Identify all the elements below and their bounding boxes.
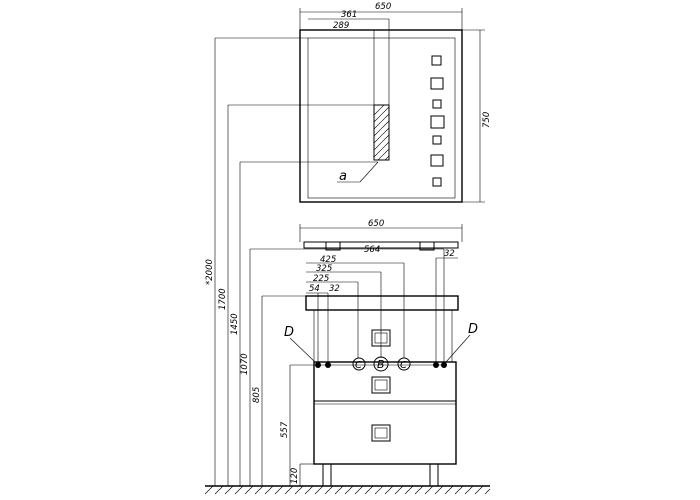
dim-cabinet-width: 650 [368, 219, 384, 229]
svg-text:B: B [377, 358, 385, 371]
dim-height-557: 557 [280, 421, 290, 438]
label-a-leader [359, 161, 379, 183]
dim-height-1450: 1450 [230, 313, 240, 335]
vanity-cabinet: 650 564 32 425 325 [284, 219, 478, 487]
connection-b-drain: B [373, 356, 389, 372]
label-d-left-leader [289, 337, 316, 363]
faucet-left [325, 241, 341, 251]
hatch-lines [373, 104, 390, 161]
bottom-drawer-handle [371, 424, 391, 442]
connection-c-right: C [397, 357, 411, 371]
leg-left [322, 463, 332, 487]
dim-32-right: 32 [444, 249, 455, 259]
dim-54: 54 [309, 284, 320, 294]
dim-564: 564 [364, 245, 380, 255]
faucet-right [419, 241, 435, 251]
mirror-outer-frame [299, 29, 463, 203]
dim-225: 225 [313, 274, 329, 284]
dim-32-left: 32 [329, 284, 340, 294]
floor [204, 485, 491, 495]
dim-height-1700: 1700 [218, 288, 228, 310]
connection-c-left: C [352, 357, 366, 371]
floor-hatch [204, 485, 491, 495]
dim-mirror-height: 750 [482, 112, 492, 128]
cabinet-body [313, 361, 457, 465]
label-d-right-leader [445, 334, 471, 363]
svg-text:C: C [355, 360, 362, 371]
top-drawer-handle [371, 376, 391, 394]
mirror-decor-squares [430, 55, 445, 187]
dim-325: 325 [316, 264, 332, 274]
basin-back [303, 241, 459, 249]
dim-361: 361 [341, 10, 357, 20]
dim-425: 425 [320, 255, 336, 265]
dim-height-805: 805 [252, 387, 262, 403]
water-point-d-right-1 [433, 362, 439, 368]
countertop [305, 295, 459, 311]
water-point-d-left-2 [325, 362, 331, 368]
height-dimensions: *2000 1700 1450 1070 805 557 120 [205, 37, 378, 486]
water-point-d-right-2 [441, 362, 447, 368]
mirror: a 650 361 289 750 [299, 2, 492, 203]
label-a: a [339, 169, 347, 184]
dim-height-1070: 1070 [240, 353, 250, 375]
dim-mirror-width: 650 [375, 2, 391, 12]
leg-right [429, 463, 439, 487]
mirror-inner-frame [307, 37, 456, 199]
dim-289: 289 [333, 21, 349, 31]
label-d-right: D [468, 322, 478, 337]
mirror-shelf-section [373, 104, 390, 161]
label-d-left: D [284, 325, 294, 340]
svg-text:C: C [400, 360, 407, 371]
dim-height-120: 120 [290, 468, 300, 484]
dim-height-2000: *2000 [205, 259, 215, 285]
